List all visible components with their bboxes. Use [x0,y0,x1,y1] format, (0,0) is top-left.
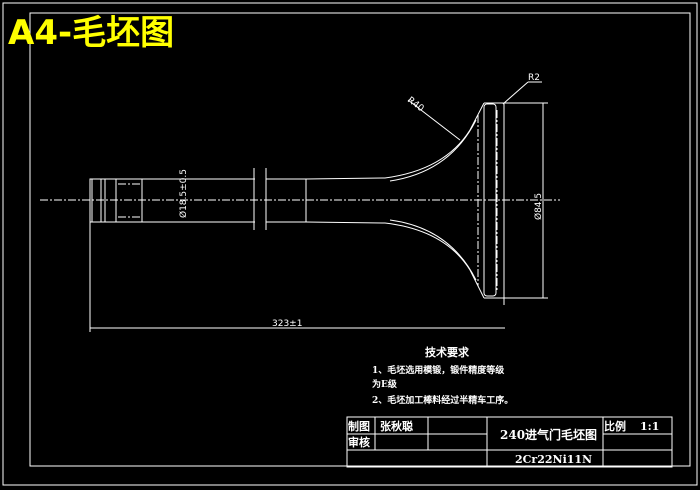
scale-label: 比例 [604,419,626,433]
stem-diameter-dim: Ø18.5±0.5 [178,169,189,218]
technical-requirements: 技术要求 1、毛坯选用模锻，锻件精度等级 为E级 2、毛坯加工棒料经过半精车工序… [372,345,513,406]
tech-heading: 技术要求 [425,345,470,359]
tech-line: 1、毛坯选用模锻，锻件精度等级 [372,364,505,376]
r2-dim: R2 [528,73,540,83]
part-name: 240进气门毛坯图 [500,427,597,442]
title-block: 制图 张秋聪 审核 240进气门毛坯图 2Cr22Ni11N 比例 1:1 [346,416,673,468]
check-label: 审核 [348,435,370,449]
tech-line: 2、毛坯加工棒料经过半精车工序。 [372,394,513,406]
tech-line: 为E级 [372,378,398,390]
length-dim: 323±1 [272,319,302,329]
valve-blank [89,102,505,305]
material: 2Cr22Ni11N [515,453,592,466]
inner-frame [29,12,691,467]
scale-value: 1:1 [640,420,659,433]
sheet-title: A4-毛坯图 [8,13,174,53]
drawn-name: 张秋聪 [380,419,413,433]
drawn-label: 制图 [348,419,370,433]
head-diameter-dim: Ø84.5 [533,193,544,220]
